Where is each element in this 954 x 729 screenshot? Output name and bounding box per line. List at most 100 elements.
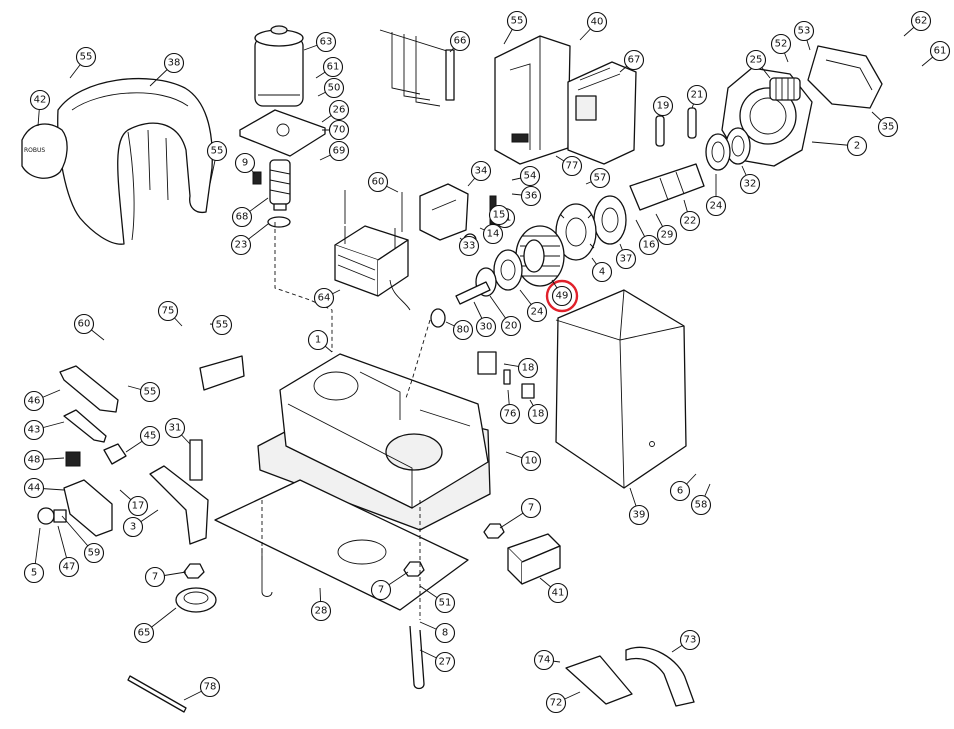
callout-34: 34 [467,160,492,187]
callout-label: 26 [333,105,346,116]
plate-26 [239,109,326,157]
callout-70: 70 [322,119,350,141]
callout-3: 3 [122,509,159,538]
callout-label: 7 [528,503,534,514]
callout-label: 29 [661,230,674,241]
callout-label: 21 [691,90,704,101]
callout-label: 61 [934,46,947,57]
callout-49: 49 [551,279,573,307]
callout-26: 26 [321,99,350,123]
callout-circle [519,165,541,187]
callout-46: 46 [23,389,61,412]
spring-9 [252,171,262,185]
callout-53: 53 [793,20,815,51]
bracket-73 [625,646,695,707]
callout-circle [679,629,701,651]
mounting-plate-28 [214,479,469,611]
callout-75: 75 [157,300,183,327]
callout-38: 38 [149,52,185,87]
callout-circle [520,185,542,207]
callout-circle [199,676,221,698]
callout-label: 7 [378,585,384,596]
callout-label: 24 [710,201,723,212]
callout-label: 77 [566,161,579,172]
callout-68: 68 [231,197,269,228]
callout-16: 16 [635,219,660,256]
callout-label: 15 [493,210,506,221]
plate-48 [65,451,81,467]
shaft-30 [455,281,491,305]
callout-42: 42 [29,89,51,127]
callout-circle [139,381,161,403]
callout-label: 1 [315,335,321,346]
callout-label: 60 [78,319,91,330]
callout-circle [846,135,868,157]
callout-label: 69 [333,146,346,157]
callout-30: 30 [473,301,497,338]
callout-circle [488,204,510,226]
pin-76 [503,369,511,385]
callout-label: 37 [620,254,633,265]
callout-45: 45 [125,425,161,453]
callout-circle [517,357,539,379]
callout-circle [449,30,471,52]
callout-80: 80 [445,319,474,341]
callout-label: 16 [643,240,656,251]
callout-circle [499,403,521,425]
base-housing-1 [257,353,491,531]
callout-circle [545,692,567,714]
callout-67: 67 [619,49,645,73]
callout-circle [328,99,350,121]
callout-label: 73 [684,635,697,646]
box-41 [507,533,561,585]
callout-25: 25 [745,49,771,79]
callout-33: 33 [458,235,480,257]
callout-22: 22 [679,199,701,232]
callout-label: 5 [31,568,37,579]
callout-label: 22 [684,216,697,227]
clip-45 [103,443,127,465]
nut-7a [183,563,205,579]
callout-39: 39 [628,487,650,526]
callout-32: 32 [739,165,761,195]
callout-circle [638,234,660,256]
callout-label: 67 [628,55,641,66]
callout-61: 61 [315,56,344,79]
callout-28: 28 [310,587,332,622]
callout-circle [690,494,712,516]
callout-circle [83,542,105,564]
callout-circle [370,579,392,601]
callout-55: 55 [503,10,528,45]
callout-73: 73 [671,629,701,653]
harness-66 [379,29,455,107]
callout-circle [877,116,899,138]
callout-circle [127,495,149,517]
callout-label: 52 [775,39,788,50]
callout-circle [770,33,792,55]
callout-55: 55 [209,314,233,336]
callout-5: 5 [23,527,45,584]
callout-7: 7 [499,497,542,529]
callout-50: 50 [317,77,345,99]
cam-ring-4 [555,203,597,261]
callout-circle [323,77,345,99]
callout-label: 25 [750,55,763,66]
anchor-27 [409,625,425,690]
callout-label: 28 [315,606,328,617]
callout-69: 69 [319,140,350,162]
callout-4: 4 [591,257,613,283]
callout-circle [29,89,51,111]
shaft-22 [629,163,705,211]
callout-66: 66 [449,30,471,53]
callout-20: 20 [489,295,522,337]
callout-8: 8 [419,621,456,644]
callout-circle [679,210,701,232]
callout-circle [527,403,549,425]
connector-18 [477,351,497,375]
callout-label: 8 [442,628,448,639]
callout-label: 68 [236,212,249,223]
callout-27: 27 [419,649,456,673]
callout-label: 58 [695,500,708,511]
callout-label: 45 [144,431,157,442]
